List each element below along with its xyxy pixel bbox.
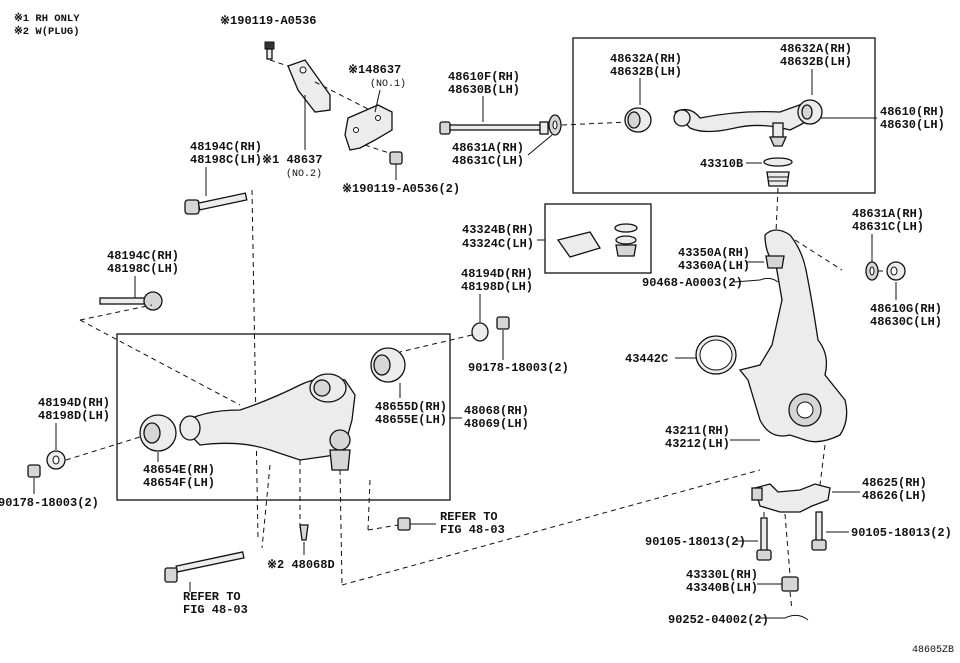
note-rh-only: ※1 RH ONLY (14, 12, 80, 25)
cotter-pin-icon (759, 277, 779, 283)
label-boot-upper: 43310B (700, 157, 743, 171)
nut-lower-right-icon (496, 316, 510, 330)
pin-icon (784, 614, 809, 621)
label-nut-r-lh: 48630C(LH) (870, 315, 942, 329)
label-bracket-lh: 48626(LH) (862, 489, 927, 503)
label-boot-kit-rh: 43324B(RH) (462, 223, 534, 237)
label-washer-r-rh: 48631A(RH) (852, 207, 924, 221)
label-bolt-r: 90105-18013(2) (851, 526, 952, 540)
diagram-id: 48605ZB (912, 645, 954, 656)
label-washer-r-lh: 48631C(LH) (852, 220, 924, 234)
label-bracket-rh: 48625(RH) (862, 476, 927, 490)
label-bolt-d-rh: 48194D(RH) (461, 267, 533, 281)
lower-arm-assembly-box (116, 333, 451, 501)
washer-upper-icon (548, 114, 562, 136)
label-nut-lower: 90178-18003(2) (468, 361, 569, 375)
bolt-left-icon (756, 517, 772, 561)
label-washer-lh: 48631C(LH) (452, 154, 524, 168)
cam-bolt-icon (439, 121, 549, 135)
label-knuckle-rh: 43211(RH) (665, 424, 730, 438)
label-upper-bush-rh: 48632A(RH) (610, 52, 682, 66)
label-balljoint-rh: 43330L(RH) (686, 568, 758, 582)
label-refer2-a: REFER TO (440, 510, 498, 524)
label-lower-arm-lh: 48069(LH) (464, 417, 529, 431)
grease-pack-icon (556, 231, 602, 258)
top-bolt-icon (264, 41, 275, 60)
label-bolt-dl-rh: 48194D(RH) (38, 396, 110, 410)
label-upper-bush2-rh: 48632A(RH) (780, 42, 852, 56)
label-bush-front-rh: 48654E(RH) (143, 463, 215, 477)
upper-arm-assembly-box (572, 37, 876, 194)
plug-icon (299, 524, 309, 541)
label-bolt-c-lh: 48198C(LH) (190, 153, 262, 167)
boot-upper-ring-icon (763, 157, 793, 167)
washer-lower-right-icon (471, 322, 489, 342)
label-bolt-d-lh: 48198D(LH) (461, 280, 533, 294)
label-boot-lower-lh: 43360A(LH) (678, 259, 750, 273)
label-bolt-c2-rh: 48194C(RH) (107, 249, 179, 263)
label-bracket-no2: ※1 48637 (262, 153, 322, 167)
boot-upper-icon (766, 171, 790, 187)
label-bush-front-lh: 48654F(LH) (143, 476, 215, 490)
steering-bracket-icon (751, 483, 831, 513)
nut-lower-left-icon (27, 464, 41, 478)
label-cam-bolt-rh: 48610F(RH) (448, 70, 520, 84)
rear-bushing-icon (370, 347, 406, 383)
label-dust-shield: 43442C (625, 352, 668, 366)
label-bush-rear-rh: 48655D(RH) (375, 400, 447, 414)
bolt-refer-icon (397, 517, 411, 531)
label-boot-lower-rh: 43350A(RH) (678, 246, 750, 260)
label-washer-rh: 48631A(RH) (452, 141, 524, 155)
label-cam-bolt-lh: 48630B(LH) (448, 83, 520, 97)
bolt-right-icon (811, 511, 827, 551)
upper-arm-icon (673, 99, 823, 147)
label-boot-kit-lh: 43324C(LH) (462, 237, 534, 251)
boot-lower-icon (765, 255, 785, 269)
label-bush-rear-lh: 48655E(LH) (375, 413, 447, 427)
label-knuckle-lh: 43212(LH) (665, 437, 730, 451)
label-upper-arm-rh: 48610(RH) (880, 105, 945, 119)
label-balljoint-lh: 43340B(LH) (686, 581, 758, 595)
lower-control-arm-icon (179, 373, 356, 471)
label-plug: ※2 48068D (267, 558, 335, 572)
label-bolt-c2-lh: 48198C(LH) (107, 262, 179, 276)
steering-knuckle-icon (738, 229, 848, 443)
label-upper-arm-lh: 48630(LH) (880, 118, 945, 132)
upper-bushing-icon (624, 107, 652, 133)
top-nut-icon (389, 151, 403, 180)
bracket-no1-icon (344, 104, 393, 151)
lower-long-bolt-icon (164, 551, 245, 583)
label-nut-left: 90178-18003(2) (0, 496, 99, 510)
label-nut-r-rh: 48610G(RH) (870, 302, 942, 316)
label-bolt-c-rh: 48194C(RH) (190, 140, 262, 154)
castle-nut-icon (781, 576, 799, 592)
bolt-c-icon (184, 192, 248, 215)
label-bolt-top2: ※190119-A0536(2) (342, 182, 460, 196)
label-upper-bush-lh: 48632B(LH) (610, 65, 682, 79)
boot-kit-box (544, 203, 652, 274)
bracket-no2-icon (287, 59, 331, 113)
label-lower-arm-rh: 48068(RH) (464, 404, 529, 418)
label-refer-a: REFER TO (183, 590, 241, 604)
label-bracket-no1-sub: (NO.1) (370, 78, 406, 90)
label-cotter: 90468-A0003(2) (642, 276, 743, 290)
bolt-c2-icon (99, 291, 163, 311)
front-bushing-icon (139, 414, 177, 452)
nut-right-icon (886, 261, 906, 281)
label-bolt-l: 90105-18013(2) (645, 535, 746, 549)
label-refer2-b: FIG 48-03 (440, 523, 505, 537)
label-bracket-no1: ※148637 (348, 63, 401, 77)
label-bracket-no2-sub: (NO.2) (286, 168, 322, 180)
boot-rings-icon (614, 223, 638, 257)
label-bolt-dl-lh: 48198D(LH) (38, 409, 110, 423)
label-refer-b: FIG 48-03 (183, 603, 248, 617)
note-w-plug: ※2 W(PLUG) (14, 25, 80, 38)
label-bolt-top: ※190119-A0536 (220, 14, 316, 28)
label-pin: 90252-04002(2) (668, 613, 769, 627)
label-upper-bush2-lh: 48632B(LH) (780, 55, 852, 69)
